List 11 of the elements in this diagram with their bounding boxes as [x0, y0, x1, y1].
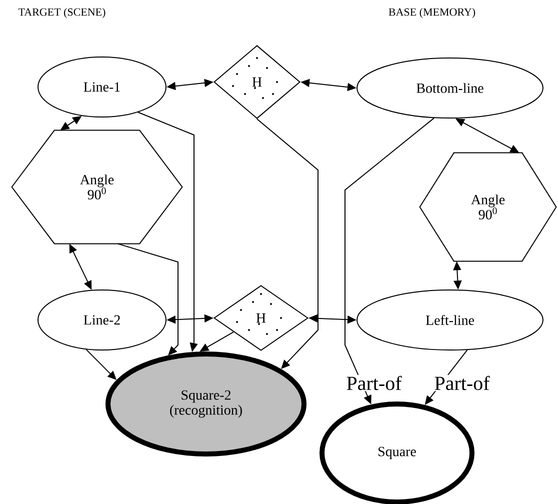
- ellipse-node: Square-2 (recognition): [106, 352, 306, 456]
- hexagon-node: Angle 90$^{0}$: [11, 130, 183, 244]
- hexagon-node: Angle 90$^{0}$: [419, 152, 557, 262]
- heading: TARGET (SCENE): [18, 8, 106, 18]
- ellipse-node: Line-1: [38, 56, 166, 118]
- edge-label: Part-of: [345, 374, 403, 392]
- heading: BASE (MEMORY): [388, 8, 476, 18]
- edge-label: Part-of: [433, 374, 491, 392]
- ellipse-node: Line-2: [38, 290, 166, 350]
- ellipse-node: Bottom-line: [356, 58, 544, 118]
- ellipse-node: Left-line: [356, 290, 544, 350]
